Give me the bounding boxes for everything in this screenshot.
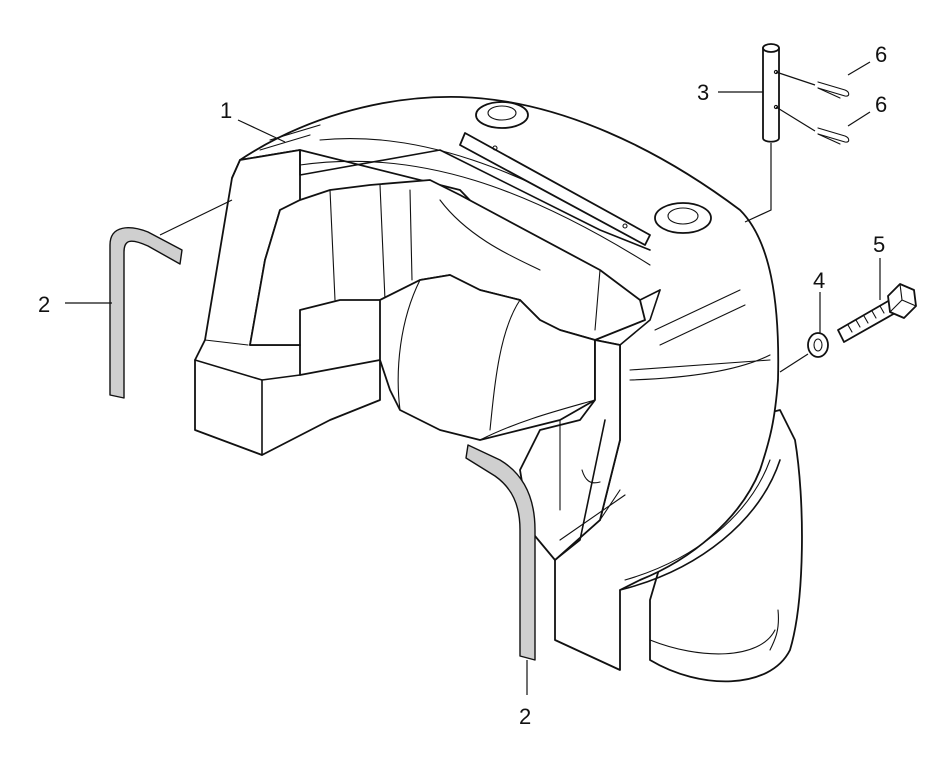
callout-2-left: 2 bbox=[38, 292, 50, 317]
gasket-strip-bottom bbox=[465, 444, 536, 661]
leader-2-left-b bbox=[159, 199, 233, 236]
callout-4: 4 bbox=[813, 268, 825, 293]
callout-1: 1 bbox=[220, 98, 232, 123]
washer-part bbox=[779, 332, 829, 373]
callout-6-top: 6 bbox=[875, 42, 887, 67]
leader-6-top bbox=[847, 61, 871, 76]
clip-top bbox=[775, 71, 850, 99]
callout-6-bottom: 6 bbox=[875, 92, 887, 117]
callout-2-bottom: 2 bbox=[519, 704, 531, 729]
leader-6-bottom bbox=[847, 111, 871, 127]
clip-bottom bbox=[775, 106, 850, 145]
pin-part bbox=[744, 43, 780, 223]
callout-5: 5 bbox=[873, 232, 885, 257]
gasket-strip-left bbox=[109, 227, 183, 399]
callout-3: 3 bbox=[697, 80, 709, 105]
housing-part bbox=[194, 96, 803, 683]
leader-1 bbox=[237, 119, 286, 143]
bolt-part bbox=[837, 283, 917, 343]
